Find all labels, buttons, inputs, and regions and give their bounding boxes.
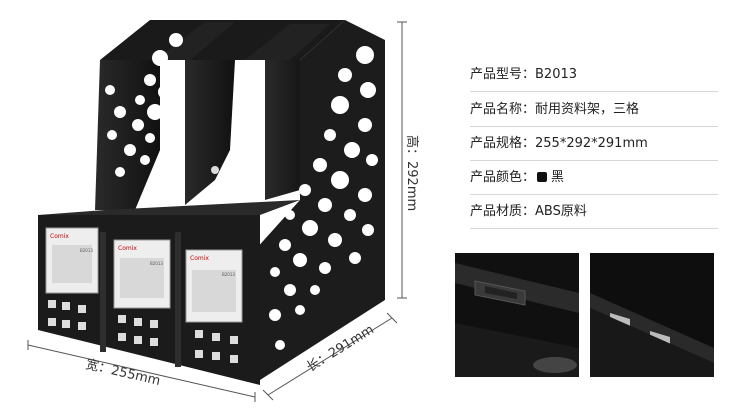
- spec-value: 黑: [551, 170, 565, 185]
- brand-label-1: Comix: [50, 233, 69, 240]
- brand-label-2: Comix: [118, 245, 137, 252]
- spec-value: 耐用资料架，三格: [535, 102, 640, 117]
- color-swatch: [537, 172, 548, 182]
- label-card-1: [45, 227, 99, 294]
- spec-row-model: 产品型号：B2013: [470, 58, 718, 92]
- right-panel-holes: [269, 46, 378, 350]
- width-label: 宽：255mm: [84, 356, 162, 389]
- label-code-2: B2013: [150, 261, 163, 266]
- spec-row-name: 产品名称：耐用资料架，三格: [470, 93, 718, 127]
- spec-label: 产品名称：: [470, 102, 536, 117]
- spec-row-size: 产品规格：255*292*291mm: [470, 127, 718, 161]
- spec-label: 产品材质：: [470, 204, 536, 219]
- dimension-height: 高：292mm: [397, 21, 420, 299]
- file-rack-product-image: Comix Comix Comix B2013 B2013 B2013 宽：25…: [27, 20, 420, 402]
- spec-row-material: 产品材质：ABS原料: [470, 195, 718, 229]
- detail-photo-slot: [455, 253, 579, 377]
- label-card-3: [185, 249, 243, 323]
- spec-label: 产品规格：: [470, 136, 536, 151]
- spec-value: 255*292*291mm: [535, 136, 648, 151]
- left-panel-holes: [105, 33, 183, 177]
- label-card-2: [113, 239, 171, 309]
- spec-value: B2013: [535, 67, 578, 82]
- label-code-1: B2013: [80, 248, 93, 253]
- spec-row-color: 产品颜色： 黑: [470, 161, 718, 195]
- height-label: 高：292mm: [404, 135, 420, 211]
- brand-label-3: Comix: [190, 255, 209, 262]
- spec-value: ABS原料: [535, 204, 587, 219]
- spec-label: 产品型号：: [470, 67, 536, 82]
- rack-front-base: Comix Comix Comix B2013 B2013 B2013: [38, 200, 300, 385]
- label-code-3: B2013: [222, 272, 235, 277]
- spec-label: 产品颜色：: [470, 170, 536, 185]
- detail-photo-notch: [590, 253, 714, 377]
- middle-panel-holes: [211, 76, 259, 193]
